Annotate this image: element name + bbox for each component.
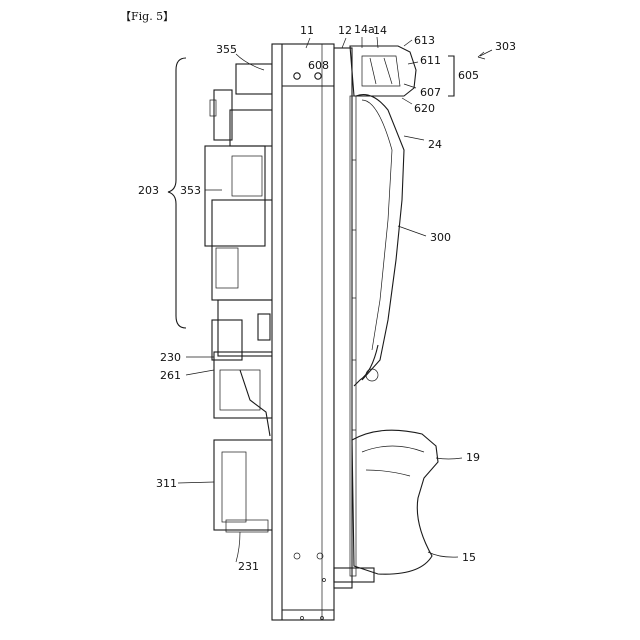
label-14a: 14a xyxy=(354,23,375,36)
label-353: 353 xyxy=(180,184,201,197)
label-611: 611 xyxy=(420,54,441,67)
label-19: 19 xyxy=(466,451,480,464)
right-bracket-605 xyxy=(448,56,454,96)
rear-module-stack xyxy=(205,64,280,532)
main-frame-11 xyxy=(272,44,334,620)
label-231: 231 xyxy=(238,560,259,573)
label-230: 230 xyxy=(160,351,181,364)
label-620: 620 xyxy=(414,102,435,115)
top-housing-605 xyxy=(350,46,416,96)
figure-caption: 【Fig. 5】 xyxy=(120,10,174,23)
label-605: 605 xyxy=(458,69,479,82)
label-311: 311 xyxy=(156,477,177,490)
label-303: 303 xyxy=(495,40,516,53)
label-15: 15 xyxy=(462,551,476,564)
label-14: 14 xyxy=(373,24,387,37)
lower-case-15 xyxy=(352,430,438,574)
label-261: 261 xyxy=(160,369,181,382)
label-300: 300 xyxy=(430,231,451,244)
label-613: 613 xyxy=(414,34,435,47)
label-608: 608 xyxy=(308,59,329,72)
front-cover-300 xyxy=(354,95,404,386)
label-11: 11 xyxy=(300,24,314,37)
label-24: 24 xyxy=(428,138,442,151)
front-plate-12 xyxy=(334,48,374,588)
label-607: 607 xyxy=(420,86,441,99)
label-355: 355 xyxy=(216,43,237,56)
label-203: 203 xyxy=(138,184,159,197)
label-12: 12 xyxy=(338,24,352,37)
